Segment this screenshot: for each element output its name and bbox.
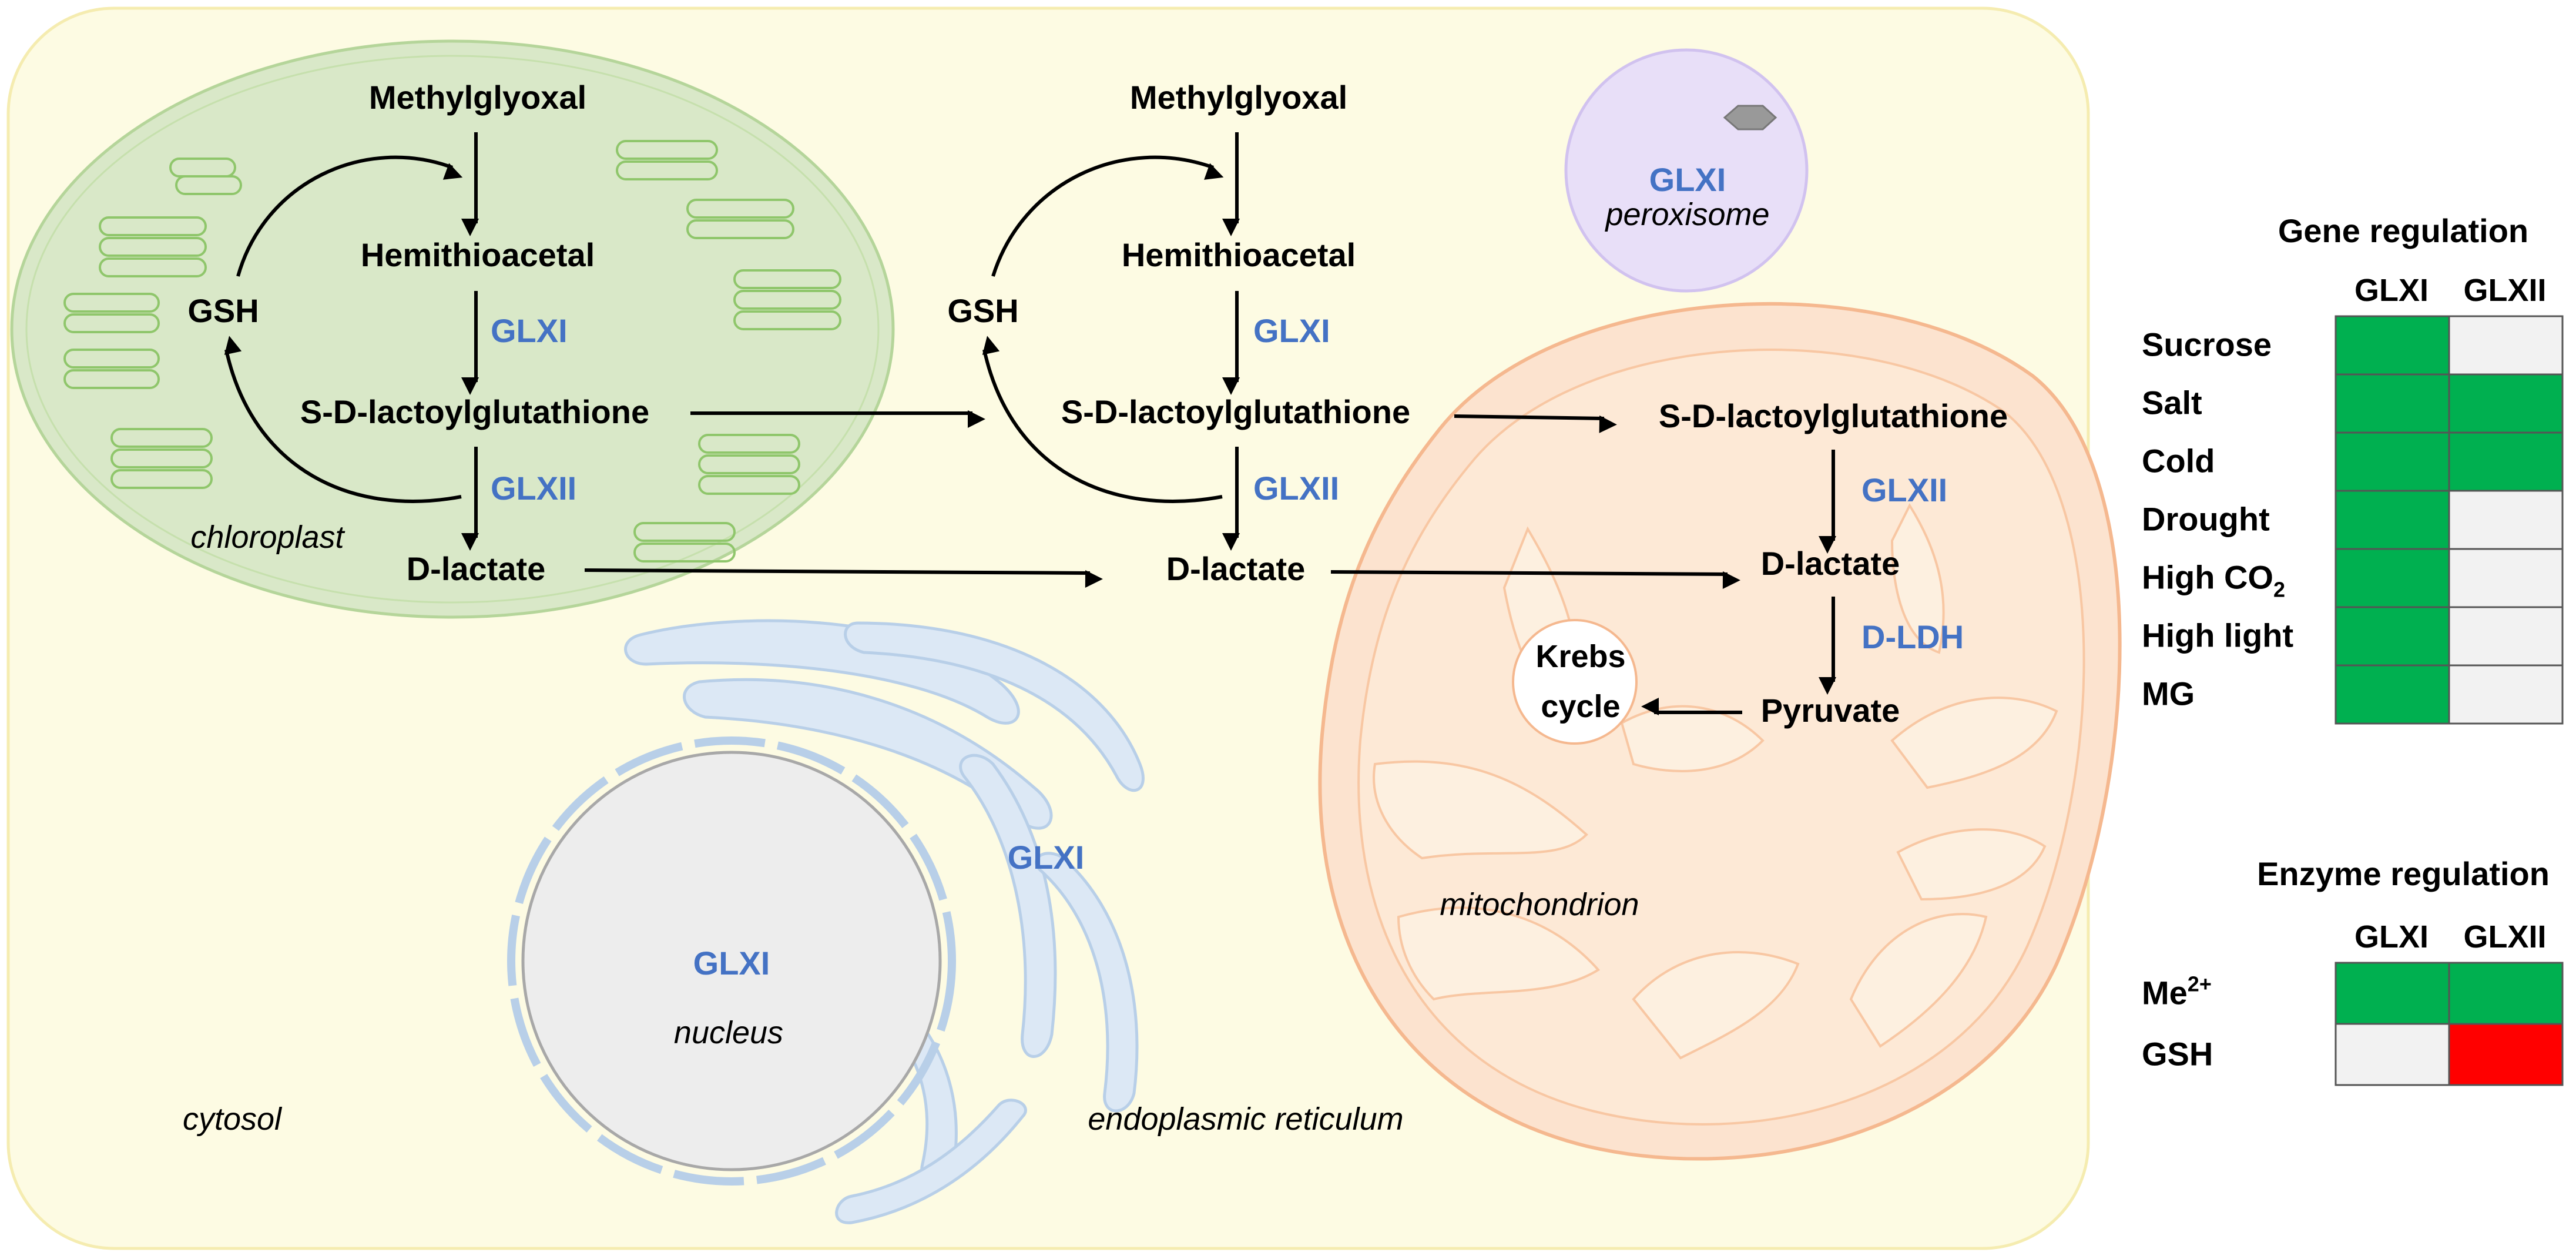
enzyme-cell-0-1 — [2448, 962, 2564, 1025]
gene-row-label: Salt — [2142, 384, 2202, 421]
mito-dlactate: D-lactate — [1761, 545, 1900, 582]
peroxisome-label: peroxisome — [1604, 197, 1769, 232]
gene-row-label: High CO2 — [2142, 558, 2285, 601]
enzyme-regulation-table: Enzyme regulation GLXI GLXII Me2+ GSH — [2142, 855, 2564, 1086]
mito-sdl: S-D-lactoylglutathione — [1659, 397, 2008, 434]
cytosol-label: cytosol — [183, 1101, 283, 1137]
chloroplast-dlactate: D-lactate — [407, 550, 546, 587]
gene-col-glxi: GLXI — [2354, 273, 2429, 308]
krebs-line1: Krebs — [1535, 639, 1625, 674]
cytosol-hemithioacetal: Hemithioacetal — [1122, 236, 1356, 273]
enzyme-row-label: Me2+ — [2142, 972, 2212, 1012]
chloroplast-methylglyoxal: Methylglyoxal — [369, 79, 586, 116]
gene-cell-3-0 — [2334, 490, 2450, 550]
chloroplast-gsh: GSH — [187, 292, 259, 329]
gene-row-label: MG — [2142, 675, 2195, 712]
gene-cell-1-1 — [2448, 373, 2564, 434]
arrows — [224, 132, 1836, 715]
chloroplast-sdl: S-D-lactoylglutathione — [300, 393, 649, 430]
enzyme-cell-1-0 — [2334, 1023, 2450, 1086]
nucleus — [507, 736, 956, 1186]
chloroplast-label: chloroplast — [190, 520, 345, 555]
gene-cell-2-1 — [2448, 431, 2564, 492]
gene-cell-4-1 — [2448, 548, 2564, 608]
thylakoid-stacks — [63, 140, 841, 562]
gene-row-label: Sucrose — [2142, 326, 2272, 363]
chloroplast-glxii: GLXII — [491, 470, 576, 507]
er-glxi: GLXI — [1008, 839, 1085, 876]
peroxisome-glxi: GLXI — [1649, 161, 1726, 198]
gene-cell-5-0 — [2334, 606, 2450, 667]
gene-regulation-table: Gene regulation GLXI GLXII SucroseSaltCo… — [2142, 212, 2564, 725]
krebs-line2: cycle — [1541, 689, 1620, 724]
cytosol-glxi: GLXI — [1253, 312, 1330, 349]
gene-cell-0-1 — [2448, 315, 2564, 376]
nucleus-glxi: GLXI — [693, 945, 770, 982]
mitochondrion-label: mitochondrion — [1440, 887, 1639, 922]
enzyme-col-glxii: GLXII — [2463, 919, 2546, 955]
gene-regulation-title: Gene regulation — [2278, 212, 2528, 249]
cytosol-methylglyoxal: Methylglyoxal — [1130, 79, 1347, 116]
gene-cell-3-1 — [2448, 490, 2564, 550]
mito-glxii: GLXII — [1861, 471, 1947, 508]
crystalloid-icon — [1723, 105, 1777, 130]
er-label: endoplasmic reticulum — [1088, 1101, 1403, 1137]
mito-pyruvate: Pyruvate — [1761, 692, 1900, 729]
gene-cell-6-0 — [2334, 664, 2450, 725]
gene-cell-4-0 — [2334, 548, 2450, 608]
gene-cell-2-0 — [2334, 431, 2450, 492]
chloroplast-glxi: GLXI — [491, 312, 568, 349]
gene-row-label: High light — [2142, 617, 2293, 654]
enzyme-cell-0-0 — [2334, 962, 2450, 1025]
cytosol-gsh: GSH — [947, 292, 1018, 329]
gene-cell-6-1 — [2448, 664, 2564, 725]
peroxisome — [1564, 48, 1809, 293]
nucleus-label: nucleus — [674, 1015, 783, 1050]
chloroplast — [10, 39, 895, 619]
gene-cell-0-0 — [2334, 315, 2450, 376]
gene-row-label: Drought — [2142, 500, 2270, 537]
enzyme-col-glxi: GLXI — [2354, 919, 2429, 955]
mitochondrion — [1318, 302, 2122, 1161]
enzyme-row-label: GSH — [2142, 1036, 2213, 1073]
mito-dldh: D-LDH — [1861, 618, 1964, 655]
cytosol-glxii: GLXII — [1253, 470, 1339, 507]
chloroplast-hemithioacetal: Hemithioacetal — [361, 236, 595, 273]
enzyme-regulation-title: Enzyme regulation — [2257, 855, 2550, 892]
gene-cell-1-0 — [2334, 373, 2450, 434]
gene-row-label: Cold — [2142, 442, 2215, 479]
krebs-cycle-circle — [1512, 619, 1638, 745]
gene-cell-5-1 — [2448, 606, 2564, 667]
gene-col-glxii: GLXII — [2463, 273, 2546, 308]
cytosol-dlactate: D-lactate — [1166, 550, 1306, 587]
cytosol-sdl: S-D-lactoylglutathione — [1061, 393, 1410, 430]
enzyme-cell-1-1 — [2448, 1023, 2564, 1086]
